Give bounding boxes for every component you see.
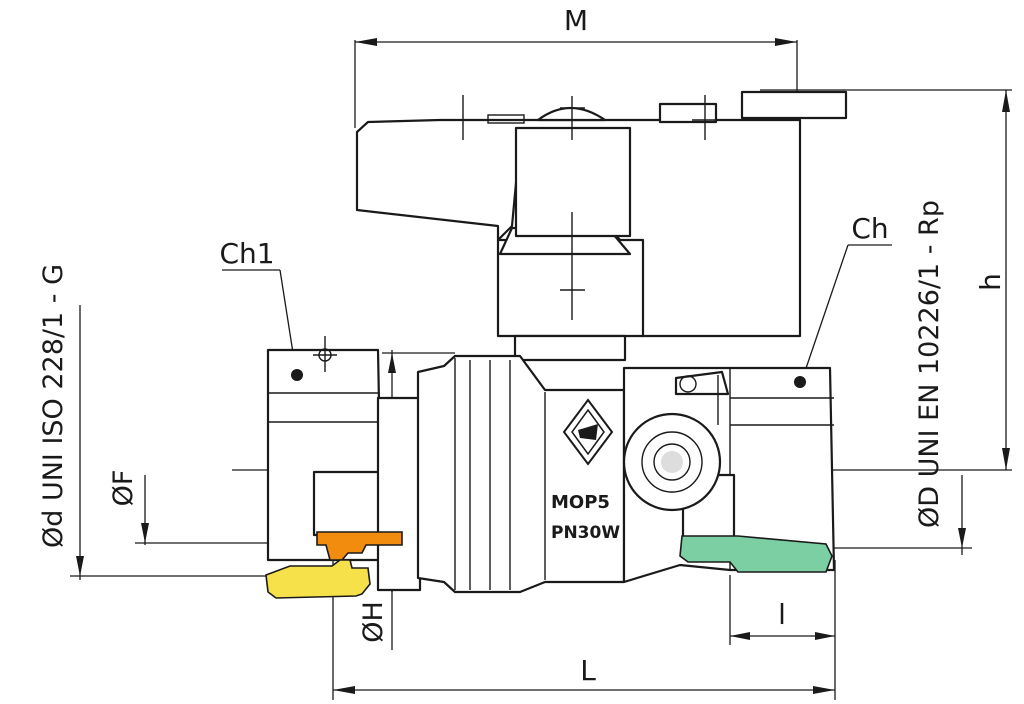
valve-body: MOP5 PN30W [416,354,626,594]
yellow-nut-ring [265,559,371,599]
green-thread-insert [679,535,833,573]
left-collar [376,396,422,592]
valve-neck [513,334,627,362]
side-knob [622,412,722,512]
manufacturer-logo [562,398,614,466]
label-phi-h: ØH [358,601,389,643]
label-phi-f: ØF [108,470,139,507]
label-h: h [974,273,1007,291]
label-ch1: Ch1 [219,237,274,270]
valve-handle [355,90,848,338]
label-l-total: L [580,654,596,687]
body-marking-pn: PN30W [551,523,620,543]
label-ch: Ch [851,212,888,245]
label-m: M [564,4,588,37]
label-right-thread-spec: ØD UNI EN 10226/1 - Rp [914,200,945,528]
label-left-thread-spec: Ød UNI ISO 228/1 - G [38,264,69,548]
orange-gasket [316,531,403,561]
body-marking-mop: MOP5 [551,492,610,513]
label-l-thread: l [778,598,786,631]
